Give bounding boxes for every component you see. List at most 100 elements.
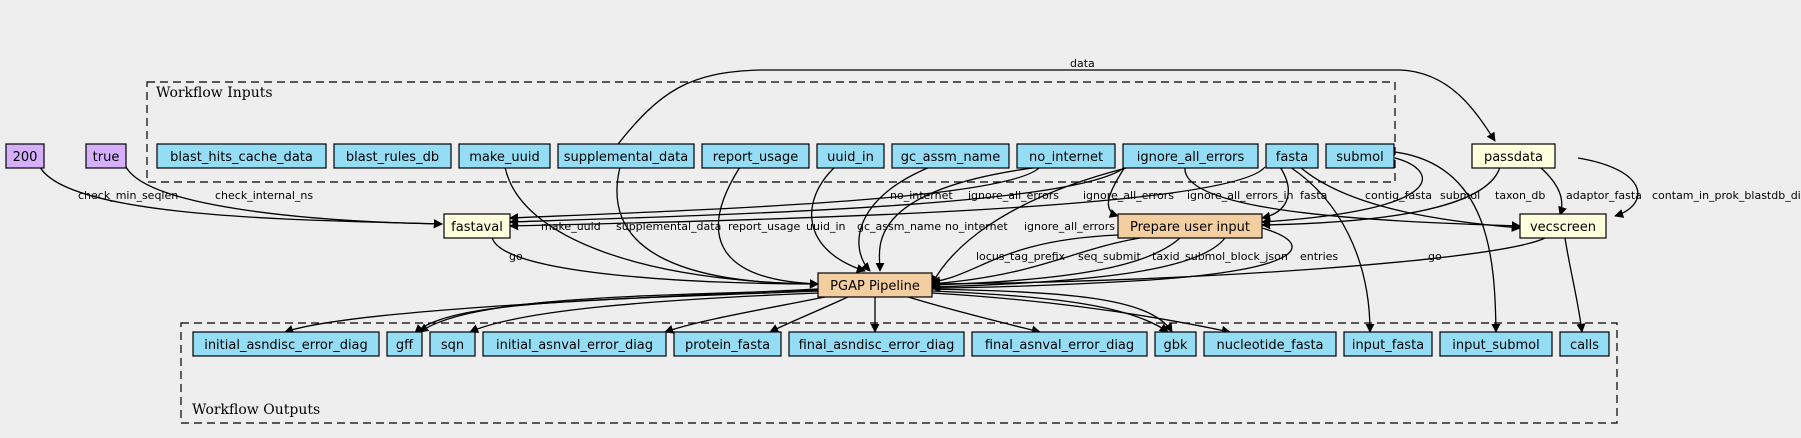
node-true-label: true [93,150,120,165]
edge-label-locus-tag-prefix: locus_tag_prefix [976,250,1066,263]
edge-label-entries: entries [1300,250,1338,263]
edge-pgap-gff-b [419,289,819,333]
node-sqn-label: sqn [441,338,464,353]
node-passdata-label: passdata [1484,150,1543,165]
edge-pgap-gff-a [414,290,819,334]
edge-label-seq-submit: seq_submit [1078,250,1141,263]
node-fastaval[interactable]: fastaval [443,213,511,239]
node-gc-assm-name-label: gc_assm_name [901,150,1000,165]
edge-label-ignore-all-errors-b: ignore_all_errors [1083,189,1174,202]
edge-label-check-min-seqlen: check_min_seqlen [78,189,178,202]
node-make-uuid[interactable]: make_uuid [458,143,551,169]
edge-ignore-all-errors-vecscreen [1184,166,1521,231]
edge-label-uuid-in: uuid_in [806,220,846,233]
node-uuid-in[interactable]: uuid_in [816,143,885,169]
node-submol-label: submol [1336,150,1384,165]
edge-label-supplemental-data: supplemental_data [616,220,721,233]
edge-label-taxid: taxid [1152,250,1180,263]
node-passdata[interactable]: passdata [1471,143,1556,169]
node-final-asndisc-error-diag[interactable]: final_asndisc_error_diag [788,331,965,357]
edge-label-contam: contam_in_prok_blastdb_dir [1652,189,1801,202]
node-gff[interactable]: gff [386,331,423,357]
edge-fasta-prepare [1261,166,1289,221]
node-fasta[interactable]: fasta [1265,143,1319,169]
edge-label-go-b: go [1428,250,1442,263]
node-sqn[interactable]: sqn [429,331,476,357]
node-input-fasta-label: input_fasta [1352,338,1424,353]
node-nucleotide-fasta[interactable]: nucleotide_fasta [1203,331,1337,357]
edge-check-internal-ns [125,166,443,229]
edge-entries-pgap [931,227,1293,293]
edge-pgap-nucleotide-fasta [931,292,1231,335]
edge-pgap-initial-asnval [664,295,831,334]
edge-label-submol: submol [1440,189,1480,202]
edge-submol-input-submol [1394,151,1501,333]
node-calls[interactable]: calls [1559,331,1610,357]
workflow-outputs-cluster: Workflow Outputs [180,322,1618,424]
edge-uuid-in-pgap [811,166,866,273]
node-200[interactable]: 200 [5,143,45,169]
node-gbk-label: gbk [1163,338,1188,353]
node-initial-asnval-error-diag-label: initial_asnval_error_diag [496,338,653,353]
edge-report-usage-pgap [717,166,819,289]
node-input-submol[interactable]: input_submol [1439,331,1553,357]
node-protein-fasta[interactable]: protein_fasta [673,331,782,357]
edge-seq-submit-pgap [931,237,1141,288]
edge-labels: data check_min_seqlen check_internal_ns … [78,57,1801,263]
node-final-asnval-error-diag[interactable]: final_asnval_error_diag [971,331,1148,357]
edge-vecscreen-calls [1564,237,1586,333]
edge-label-gc-assm-name: gc_assm_name [857,220,941,233]
node-ignore-all-errors-label: ignore_all_errors [1137,150,1245,165]
edge-pgap-gbk-a [931,290,1169,333]
node-200-label: 200 [13,150,38,165]
node-blast-rules-db[interactable]: blast_rules_db [333,143,452,169]
edge-label-check-internal-ns: check_internal_ns [215,189,313,202]
edge-pgap-final-asnval [904,295,1041,335]
node-supplemental-data[interactable]: supplemental_data [557,143,695,169]
edge-label-report-usage: report_usage [728,220,801,233]
node-prepare-user-input[interactable]: Prepare user input [1117,213,1263,239]
node-true[interactable]: true [85,143,127,169]
node-supplemental-data-label: supplemental_data [564,150,688,165]
node-gc-assm-name[interactable]: gc_assm_name [891,143,1010,169]
node-make-uuid-label: make_uuid [469,150,540,165]
node-initial-asndisc-error-diag[interactable]: initial_asndisc_error_diag [192,331,380,357]
node-no-internet[interactable]: no_internet [1016,143,1116,169]
node-gff-label: gff [396,338,414,353]
edge-label-ignore-all-errors-in: ignore_all_errors_in [1187,189,1294,202]
node-pgap-pipeline[interactable]: PGAP Pipeline [817,272,933,298]
node-pgap-pipeline-label: PGAP Pipeline [830,279,920,294]
node-protein-fasta-label: protein_fasta [685,338,770,353]
node-report-usage[interactable]: report_usage [701,143,810,169]
edge-adaptor-fasta-vecscreen [1539,166,1567,216]
edge-label-contig-fasta: contig_fasta [1365,189,1432,202]
node-report-usage-label: report_usage [713,150,798,165]
node-vecscreen[interactable]: vecscreen [1519,213,1607,239]
edge-submol-block-json-pgap [931,237,1226,292]
node-initial-asnval-error-diag[interactable]: initial_asnval_error_diag [482,331,667,357]
edge-ignore-all-errors-fastaval [509,166,1126,227]
edge-pgap-gbk-b [931,288,1173,333]
edge-ignore-all-errors-prepare [1107,166,1126,218]
node-blast-hits-cache-data-label: blast_hits_cache_data [170,150,313,165]
edge-contig-fasta-vecscreen [1299,166,1521,232]
node-blast-hits-cache-data[interactable]: blast_hits_cache_data [156,143,327,169]
node-gbk[interactable]: gbk [1154,331,1197,357]
node-input-fasta[interactable]: input_fasta [1343,331,1433,357]
edge-pgap-sqn [469,292,819,333]
node-nucleotide-fasta-label: nucleotide_fasta [1216,338,1323,353]
node-ignore-all-errors[interactable]: ignore_all_errors [1122,143,1259,169]
workflow-inputs-cluster: Workflow Inputs [146,81,1396,183]
node-submol[interactable]: submol [1325,143,1395,169]
edge-taxid-pgap [931,237,1181,290]
edge-pgap-initial-asndisc [284,288,819,334]
node-input-submol-label: input_submol [1452,338,1539,353]
edge-label-submol-block-json: submol_block_json [1185,250,1288,263]
node-final-asndisc-error-diag-label: final_asndisc_error_diag [799,338,955,353]
edge-label-go-a: go [509,250,523,263]
node-final-asnval-error-diag-label: final_asnval_error_diag [985,338,1134,353]
edge-no-internet-fastaval [509,166,1041,223]
edge-label-ignore-all-errors-a: ignore_all_errors [968,189,1059,202]
node-fasta-label: fasta [1276,150,1308,165]
